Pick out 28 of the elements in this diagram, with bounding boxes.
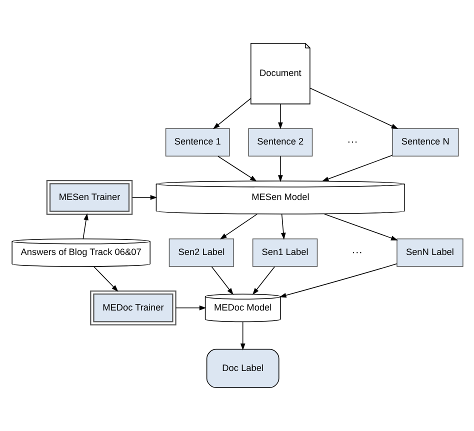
arrow <box>212 98 251 130</box>
arrow <box>219 214 258 240</box>
arrow <box>252 266 274 295</box>
arrow <box>280 214 286 240</box>
node-box: Sentence 2 <box>248 128 312 156</box>
arrow <box>278 104 282 130</box>
node-box: Doc Label <box>206 348 279 388</box>
arrow <box>93 266 118 292</box>
arrow <box>309 88 398 129</box>
node-box: Sen1 Label <box>252 238 318 267</box>
node-box: Sentence N <box>392 128 458 156</box>
arrow <box>217 156 256 182</box>
arrow <box>278 156 282 182</box>
label: ··· <box>346 136 358 148</box>
label: ··· <box>351 246 362 259</box>
node-box: Sen2 Label <box>168 238 234 267</box>
arrow <box>82 213 88 240</box>
arrow <box>210 266 233 295</box>
arrow <box>132 195 157 200</box>
node-box: SenN Label <box>396 238 463 267</box>
arrow <box>278 263 397 298</box>
node-box: MESen Trainer <box>46 180 132 215</box>
arrow <box>174 305 206 310</box>
node-box: Sentence 1 <box>164 128 230 156</box>
arrow <box>321 154 392 182</box>
arrow <box>240 321 245 350</box>
arrow <box>323 214 398 240</box>
node-box: MEDoc Trainer <box>90 290 176 326</box>
